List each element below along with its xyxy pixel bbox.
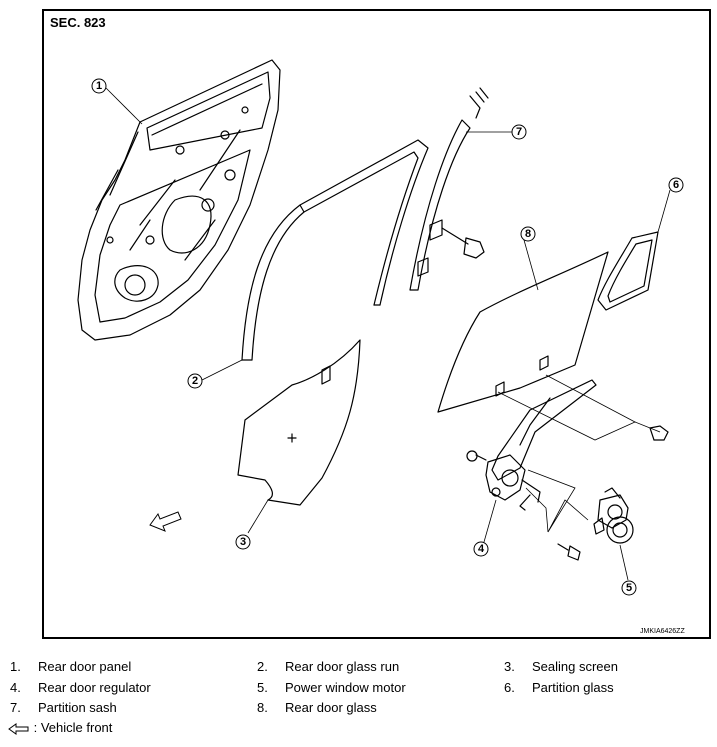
callout-2-text: 2 <box>192 375 198 387</box>
callout-6 <box>668 177 684 193</box>
rear-door-panel <box>77 59 281 341</box>
assembly-lines <box>497 374 661 533</box>
legend-label: Rear door regulator <box>38 680 151 695</box>
figure-code: JMKIA6426ZZ <box>640 628 685 635</box>
partition-glass <box>597 231 659 311</box>
callout-7 <box>511 124 527 140</box>
callout-markers <box>91 78 684 596</box>
legend-num: 3. <box>504 659 515 674</box>
legend-num: 5. <box>257 680 268 695</box>
rear-door-regulator <box>466 379 597 511</box>
callout-6-text: 6 <box>673 179 679 191</box>
diagram-frame <box>42 9 711 639</box>
callout-4-text: 4 <box>478 543 485 555</box>
legend-num: 1. <box>10 659 21 674</box>
callout-3 <box>235 534 251 550</box>
rear-door-glass <box>437 251 609 413</box>
arrow-left-outline-icon <box>8 722 29 735</box>
legend-num: 8. <box>257 700 268 715</box>
legend-num: 2. <box>257 659 268 674</box>
partition-sash <box>409 87 489 291</box>
callout-1 <box>91 78 107 94</box>
callout-8-text: 8 <box>525 228 531 240</box>
vehicle-front-arrow-icon <box>149 511 182 532</box>
callout-5 <box>621 580 637 596</box>
bolt-icon <box>649 425 669 441</box>
callout-2 <box>187 373 203 389</box>
legend-label: Power window motor <box>285 680 406 695</box>
callout-7-text: 7 <box>516 126 522 138</box>
section-label: SEC. 823 <box>50 15 106 30</box>
legend-label: Sealing screen <box>532 659 618 674</box>
legend-label: Rear door glass run <box>285 659 400 674</box>
callout-5-text: 5 <box>626 582 632 594</box>
callout-leaders <box>105 87 671 581</box>
legend-num: 6. <box>504 680 515 695</box>
callout-8 <box>520 226 536 242</box>
rear-door-glass-run <box>241 139 429 361</box>
callout-3-text: 3 <box>240 536 246 548</box>
power-window-motor <box>557 487 634 561</box>
callout-4 <box>473 541 489 557</box>
vehicle-front-label: : Vehicle front <box>33 720 113 735</box>
legend-label: Partition sash <box>38 700 117 715</box>
legend-label: Rear door glass <box>285 700 377 715</box>
legend-label: Rear door panel <box>38 659 132 674</box>
vehicle-front-legend: : Vehicle front <box>8 720 112 735</box>
callout-1-text: 1 <box>96 80 102 92</box>
sealing-screen <box>237 339 361 506</box>
legend-num: 7. <box>10 700 21 715</box>
legend-num: 4. <box>10 680 21 695</box>
legend-label: Partition glass <box>532 680 614 695</box>
